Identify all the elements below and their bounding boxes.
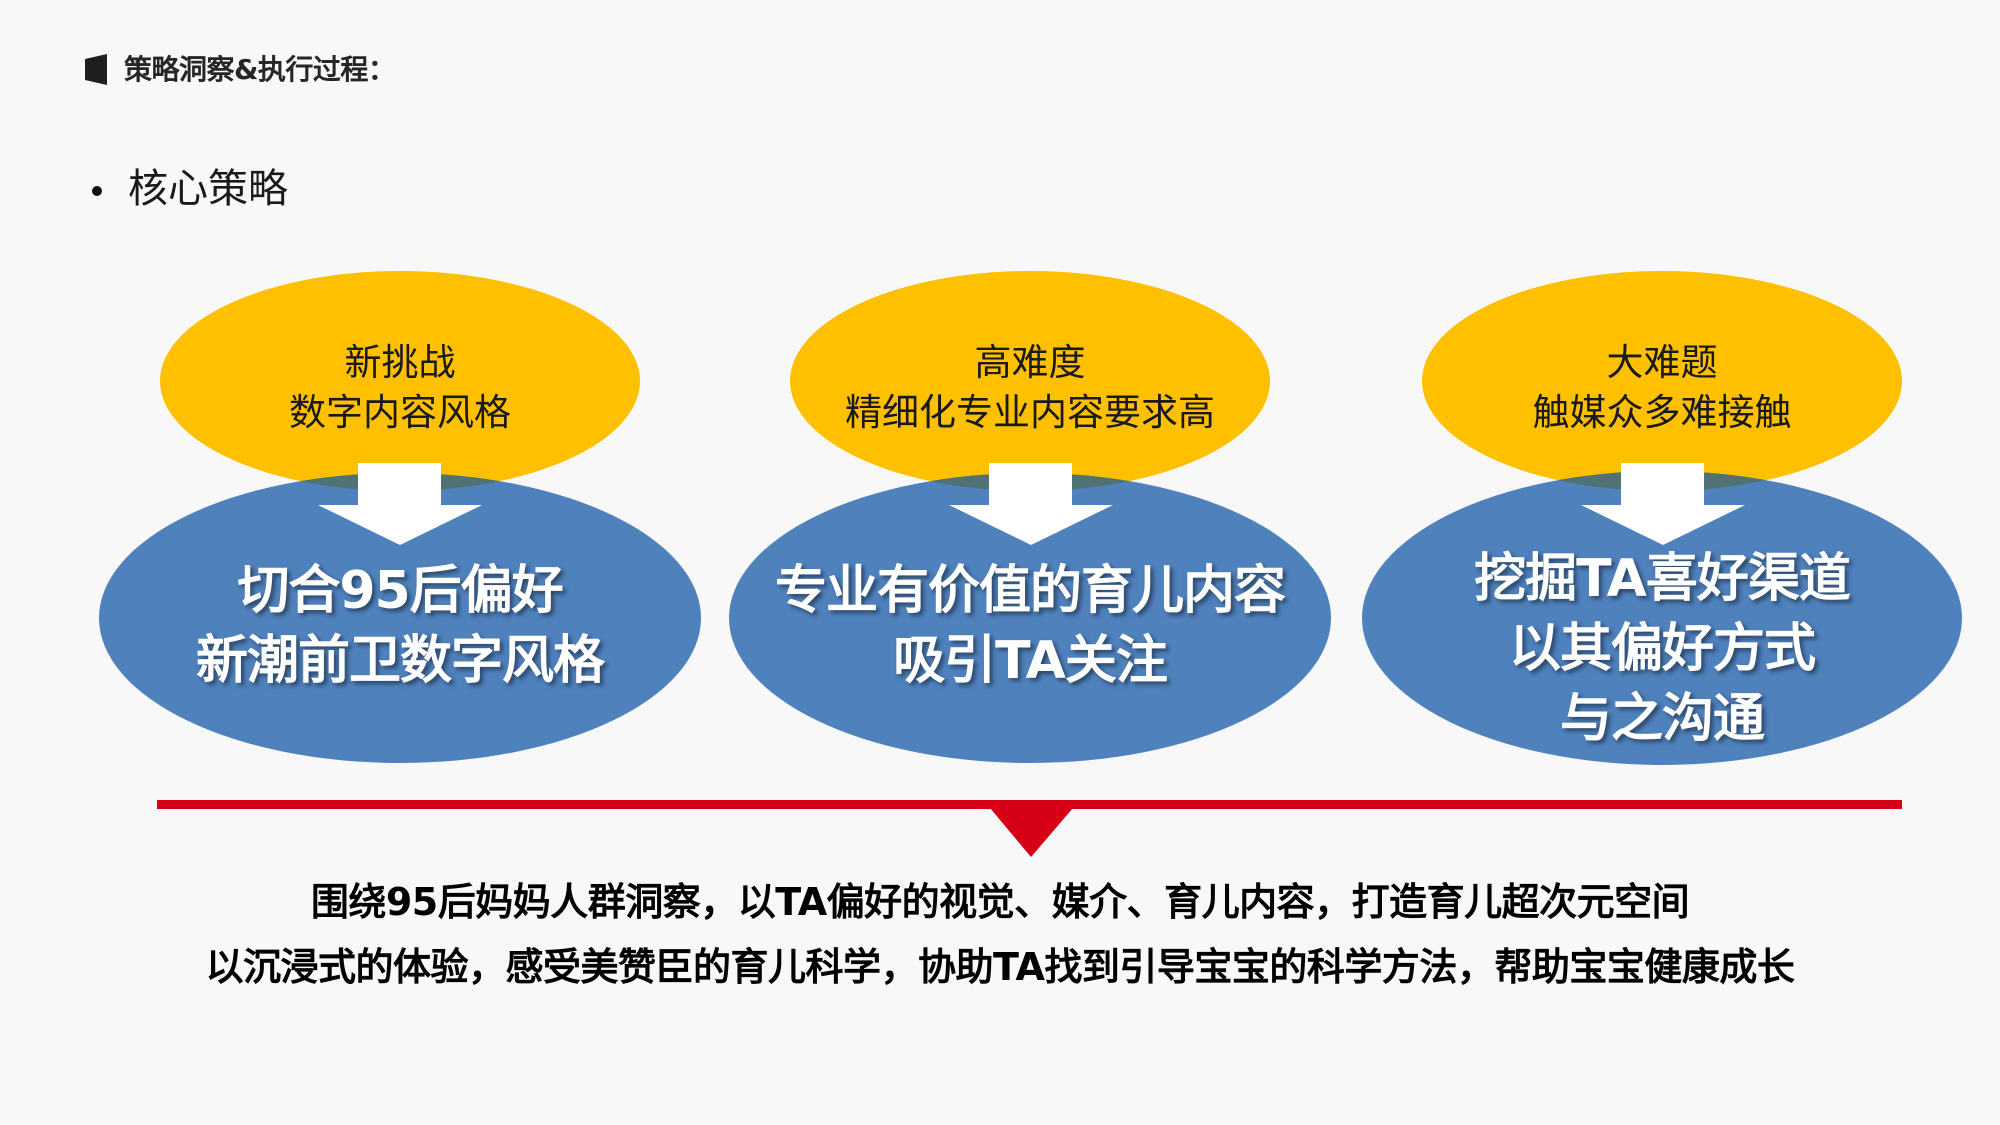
strategy-line: 吸引TA关注 bbox=[893, 631, 1168, 691]
strategy-line: 挖掘TA喜好渠道 bbox=[1474, 549, 1851, 609]
strategy-label-1: 切合95后偏好 新潮前卫数字风格 bbox=[90, 556, 710, 696]
challenge-title: 高难度 bbox=[974, 341, 1086, 384]
divider-line bbox=[157, 800, 1902, 809]
summary-line-1: 围绕95后妈妈人群洞察，以TA偏好的视觉、媒介、育儿内容，打造育儿超次元空间 bbox=[310, 880, 1690, 924]
challenge-desc: 触媒众多难接触 bbox=[1532, 391, 1792, 434]
page-title: 策略洞察&执行过程： bbox=[124, 53, 396, 86]
bullet-dot bbox=[92, 186, 102, 196]
challenge-label-2: 高难度 精细化专业内容要求高 bbox=[790, 338, 1270, 438]
challenge-label-1: 新挑战 数字内容风格 bbox=[160, 338, 640, 438]
challenge-desc: 数字内容风格 bbox=[289, 391, 511, 434]
strategy-line: 新潮前卫数字风格 bbox=[195, 631, 605, 691]
challenge-title: 新挑战 bbox=[344, 341, 456, 384]
strategy-line: 以其偏好方式 bbox=[1508, 619, 1816, 679]
down-arrow-icon bbox=[949, 463, 1113, 545]
challenge-desc: 精细化专业内容要求高 bbox=[845, 391, 1215, 434]
down-arrow-icon bbox=[1581, 463, 1745, 545]
strategy-line: 与之沟通 bbox=[1559, 689, 1765, 749]
challenge-title: 大难题 bbox=[1606, 341, 1718, 384]
strategy-line: 专业有价值的育儿内容 bbox=[774, 561, 1286, 621]
strategy-label-2: 专业有价值的育儿内容 吸引TA关注 bbox=[720, 556, 1340, 696]
block-marker-icon bbox=[85, 54, 107, 85]
strategy-label-3: 挖掘TA喜好渠道 以其偏好方式 与之沟通 bbox=[1352, 544, 1972, 754]
strategy-line: 切合95后偏好 bbox=[237, 561, 563, 621]
section-heading: 核心策略 bbox=[128, 166, 288, 212]
challenge-label-3: 大难题 触媒众多难接触 bbox=[1422, 338, 1902, 438]
divider-pointer-icon bbox=[990, 808, 1073, 857]
down-arrow-icon bbox=[318, 463, 482, 545]
summary-line-2: 以沉浸式的体验，感受美赞臣的育儿科学，协助TA找到引导宝宝的科学方法，帮助宝宝健… bbox=[205, 945, 1795, 989]
